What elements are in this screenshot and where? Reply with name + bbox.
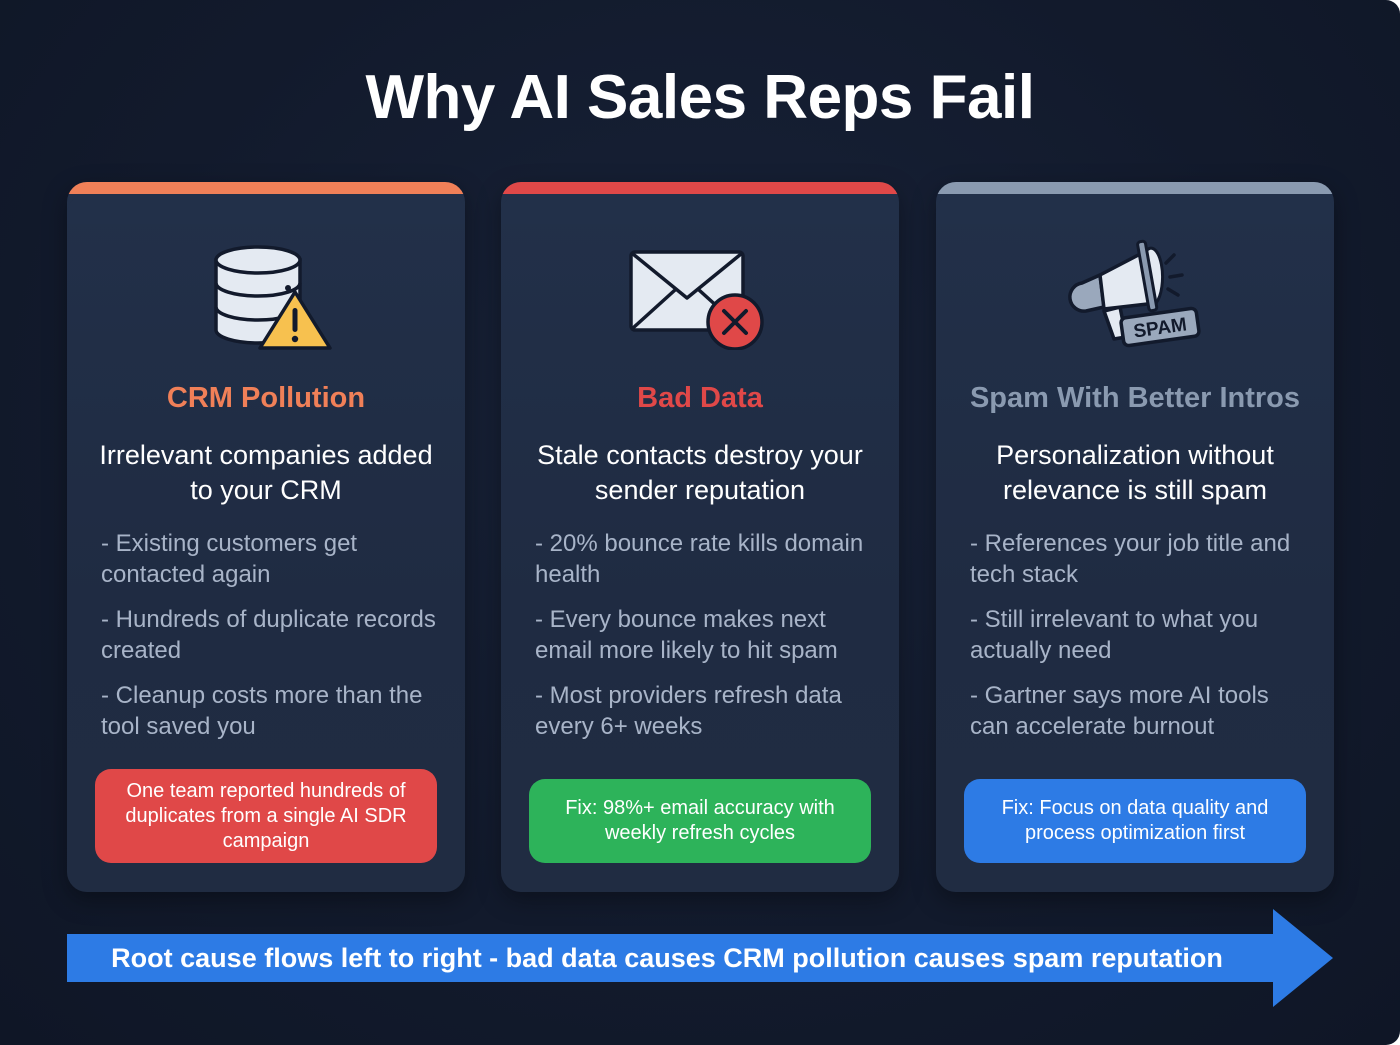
callout-red: One team reported hundreds of duplicates… [95, 769, 437, 863]
root-cause-flow-arrow: Root cause flows left to right - bad dat… [67, 909, 1333, 1007]
bullet-list: - References your job title and tech sta… [970, 528, 1310, 756]
bullet-item: - Existing customers get contacted again [101, 530, 358, 588]
card-accent-bar [936, 182, 1334, 194]
card-subtitle: Stale contacts destroy your sender reput… [537, 440, 863, 505]
megaphone-spam-icon: SPAM [936, 230, 1334, 360]
database-warning-icon [67, 230, 465, 360]
flow-arrow-text: Root cause flows left to right - bad dat… [111, 942, 1223, 973]
card-heading: Bad Data [637, 382, 763, 414]
callout-green: Fix: 98%+ email accuracy with weekly ref… [529, 779, 871, 863]
bullet-item: - References your job title and tech sta… [970, 530, 1291, 588]
page-title: Why AI Sales Reps Fail [365, 63, 1035, 132]
bullet-item: - Still irrelevant to what you actually … [970, 606, 1259, 664]
card-accent-bar [67, 182, 465, 194]
bullet-item: - Every bounce makes next email more lik… [535, 606, 838, 664]
bullet-list: - 20% bounce rate kills domain health - … [535, 528, 875, 756]
card-accent-bar [501, 182, 899, 194]
card-spam: SPAM Spam With Better Intros Personaliza… [936, 182, 1334, 892]
card-subtitle: Personalization without relevance is sti… [996, 440, 1274, 505]
bullet-item: - Gartner says more AI tools can acceler… [970, 682, 1269, 740]
bullet-item: - 20% bounce rate kills domain health [535, 530, 864, 588]
card-bad-data: Bad Data Stale contacts destroy your sen… [501, 182, 899, 892]
card-heading: Spam With Better Intros [969, 382, 1301, 414]
callout-blue: Fix: Focus on data quality and process o… [964, 779, 1306, 863]
card-subtitle: Irrelevant companies added to your CRM [99, 440, 433, 505]
bullet-item: - Hundreds of duplicate records created [101, 606, 436, 664]
card-crm-pollution: CRM Pollution Irrelevant companies added… [67, 182, 465, 892]
bullet-list: - Existing customers get contacted again… [101, 528, 441, 756]
bullet-item: - Cleanup costs more than the tool saved… [101, 682, 423, 740]
arrow-right-icon [67, 909, 1333, 1007]
bullet-item: - Most providers refresh data every 6+ w… [535, 682, 842, 740]
card-heading: CRM Pollution [166, 382, 366, 414]
email-error-icon [501, 230, 899, 360]
